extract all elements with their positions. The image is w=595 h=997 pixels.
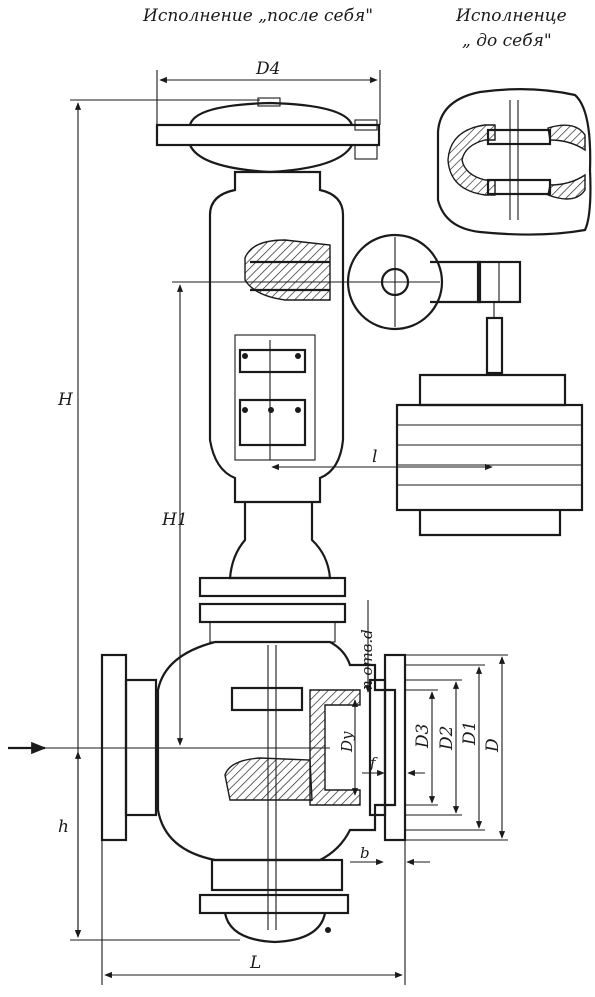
heading-after-self: Исполнение „после себя" xyxy=(142,6,373,26)
label-d2: D2 xyxy=(437,726,457,751)
label-h: H xyxy=(57,390,74,410)
label-f: f xyxy=(369,754,378,772)
label-l-small: l xyxy=(372,447,377,467)
flange-diameters: D3 D2 D1 D xyxy=(405,654,508,841)
dimension-d4: D4 xyxy=(156,59,381,125)
actuator-cap xyxy=(155,97,381,174)
bonnet-flange xyxy=(198,576,347,643)
label-d4: D4 xyxy=(255,59,280,79)
label-d3: D3 xyxy=(413,724,433,749)
label-holes: n отв.d xyxy=(358,629,376,690)
dimension-l-total: L xyxy=(101,840,406,985)
dimension-h1: H1 xyxy=(161,281,350,746)
label-h-small: h xyxy=(58,817,69,837)
dimension-dy: Dy xyxy=(338,699,359,796)
label-dy: Dy xyxy=(338,731,356,753)
dimension-b: b xyxy=(350,844,430,866)
heading-before-self-line1: Исполненце xyxy=(455,6,567,26)
label-l-total: L xyxy=(249,953,261,973)
heading-before-self-line2: „ до себя" xyxy=(462,31,552,51)
label-d1: D1 xyxy=(460,721,480,746)
dimension-f: f xyxy=(362,754,425,777)
dimension-holes: n отв.d xyxy=(358,600,376,693)
dimension-h-small: h xyxy=(58,751,82,938)
label-h1: H1 xyxy=(161,510,188,530)
inset-detail xyxy=(436,88,592,236)
bottom-cap xyxy=(198,858,350,944)
upper-housing xyxy=(208,170,345,504)
dimension-l-small: l xyxy=(271,447,493,471)
lever-wheel xyxy=(346,233,522,331)
valve-neck xyxy=(228,502,332,580)
label-b: b xyxy=(360,844,370,862)
label-d: D xyxy=(483,738,503,753)
valve-body xyxy=(100,640,407,930)
counterweight xyxy=(395,302,584,537)
